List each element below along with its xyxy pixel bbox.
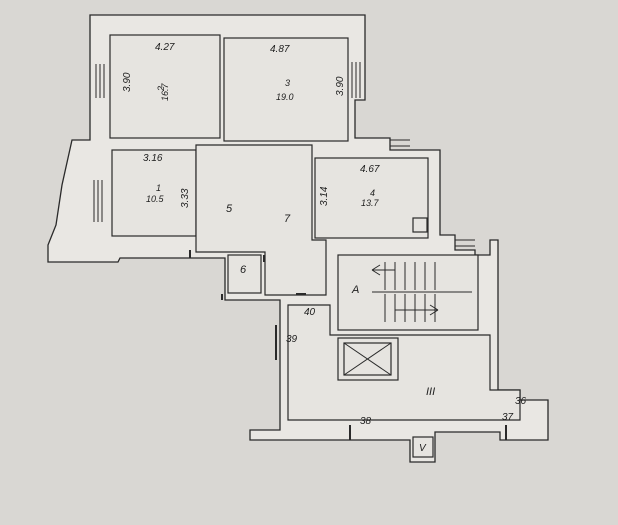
room-2-width: 4.27 [155, 42, 175, 53]
hall-3-outline [287, 304, 521, 421]
room-4-number: 4 [370, 188, 375, 198]
stair-label: A [351, 284, 359, 296]
corridor-7-outline [195, 144, 327, 296]
room-3-width: 4.87 [270, 44, 290, 55]
room-1-outline [111, 149, 197, 237]
room-1-depth: 3.33 [180, 188, 191, 208]
interior [109, 34, 521, 458]
room-2-outline [109, 34, 221, 139]
room-v-label: V [419, 443, 427, 454]
room-4-area: 13.7 [361, 198, 380, 208]
labels: 4.27 4.87 3.90 3.90 2 16.7 3 19.0 3.16 3… [122, 42, 527, 454]
corridor-38-label: 38 [360, 416, 372, 427]
room-7-number: 7 [284, 213, 291, 225]
shaft-box [412, 217, 428, 233]
room-2-number: 2 [156, 86, 166, 92]
corridor-36-label: 36 [515, 396, 527, 407]
room-2-area: 16.7 [160, 82, 170, 101]
door-marks [189, 250, 507, 440]
room-3-outline [223, 37, 349, 142]
room-1-number: 1 [156, 183, 161, 193]
room-3-number: 3 [285, 78, 290, 88]
room-4-depth: 3.14 [319, 186, 330, 206]
elevator-cross [343, 342, 392, 376]
windows [93, 62, 475, 247]
room-3-area: 19.0 [276, 92, 294, 102]
corridor-39-label: 39 [286, 334, 298, 345]
room-1-width: 3.16 [143, 153, 163, 164]
stair-treads [371, 262, 472, 322]
elevator-car [343, 342, 392, 376]
room-6-outline [227, 254, 262, 294]
room-v-outline [412, 436, 434, 458]
room-5-number: 5 [226, 203, 233, 215]
room-1-area: 10.5 [146, 194, 165, 204]
corridor-37-label: 37 [502, 412, 514, 423]
hall-label: III [426, 386, 435, 398]
room-3-depth: 3.90 [335, 76, 346, 96]
corridor-40-label: 40 [304, 307, 316, 318]
room-4-outline [314, 157, 429, 239]
room-2-depth: 3.90 [122, 72, 133, 92]
room-4-width: 4.67 [360, 164, 380, 175]
room-6-number: 6 [240, 264, 247, 276]
